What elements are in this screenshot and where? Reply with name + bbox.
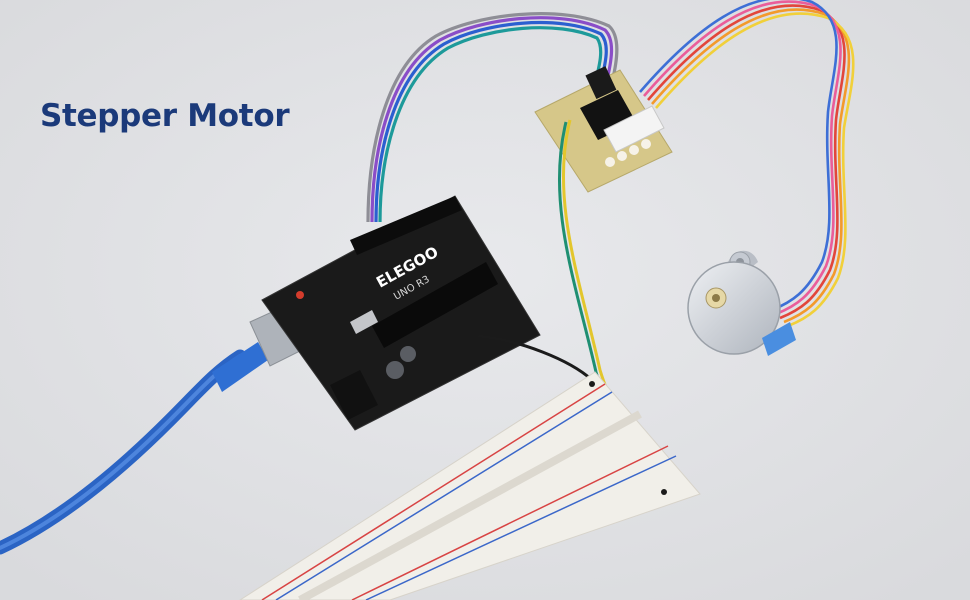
breadboard [239,371,701,600]
driver-board [534,66,673,193]
stepper-motor [687,250,796,356]
ribbon-cable [366,12,619,223]
usb-cable [0,299,319,555]
ground-wire [477,334,594,382]
arduino-uno-board: ELEGOO UNO R3 [261,195,541,431]
motor-cable [639,0,855,328]
page-title: Stepper Motor [40,98,290,134]
